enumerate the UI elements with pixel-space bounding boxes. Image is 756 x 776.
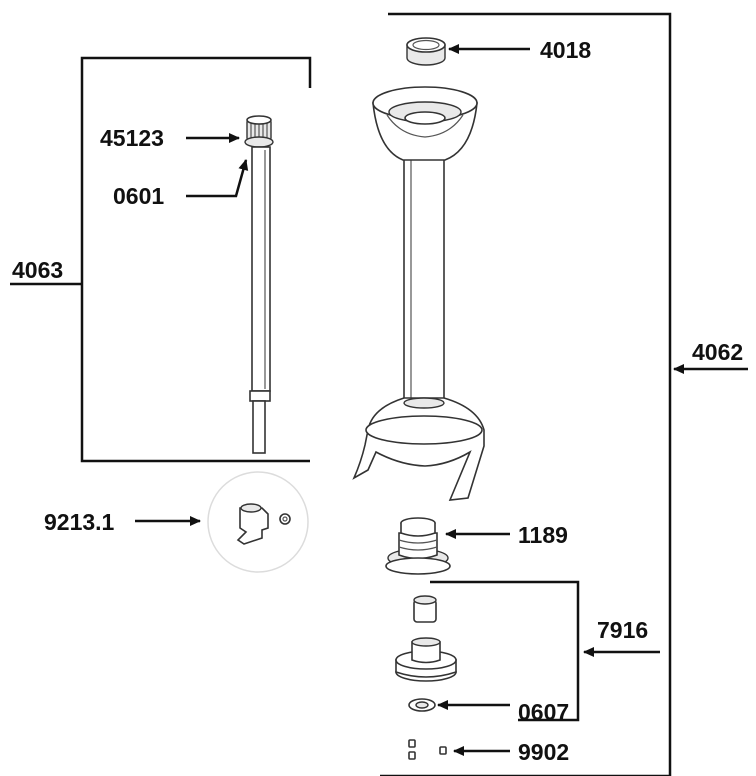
label-7916: 7916 bbox=[597, 617, 648, 643]
part-9902-pins bbox=[408, 739, 447, 760]
part-7916-bushing bbox=[413, 595, 437, 623]
label-1189: 1189 bbox=[518, 522, 568, 548]
label-4062: 4062 bbox=[692, 339, 743, 365]
part-shaft-4063 bbox=[244, 115, 274, 454]
bracket-4062 bbox=[380, 12, 748, 776]
part-blender-leg bbox=[352, 86, 485, 501]
part-1189-housing bbox=[385, 517, 451, 575]
part-0607-washer bbox=[408, 698, 436, 712]
label-9213-1: 9213.1 bbox=[44, 509, 115, 535]
bracket-4063 bbox=[10, 56, 312, 463]
part-4018-ring bbox=[406, 37, 446, 66]
label-4063: 4063 bbox=[12, 257, 63, 283]
arrow-0601 bbox=[186, 159, 249, 198]
label-0607: 0607 bbox=[518, 699, 569, 725]
part-9213-1-tool bbox=[207, 471, 309, 573]
bracket-7916 bbox=[430, 580, 660, 722]
label-4018: 4018 bbox=[540, 37, 591, 63]
label-45123: 45123 bbox=[100, 125, 164, 151]
label-9902: 9902 bbox=[518, 739, 569, 765]
part-7916-flange bbox=[395, 637, 457, 682]
label-0601: 0601 bbox=[113, 183, 164, 209]
